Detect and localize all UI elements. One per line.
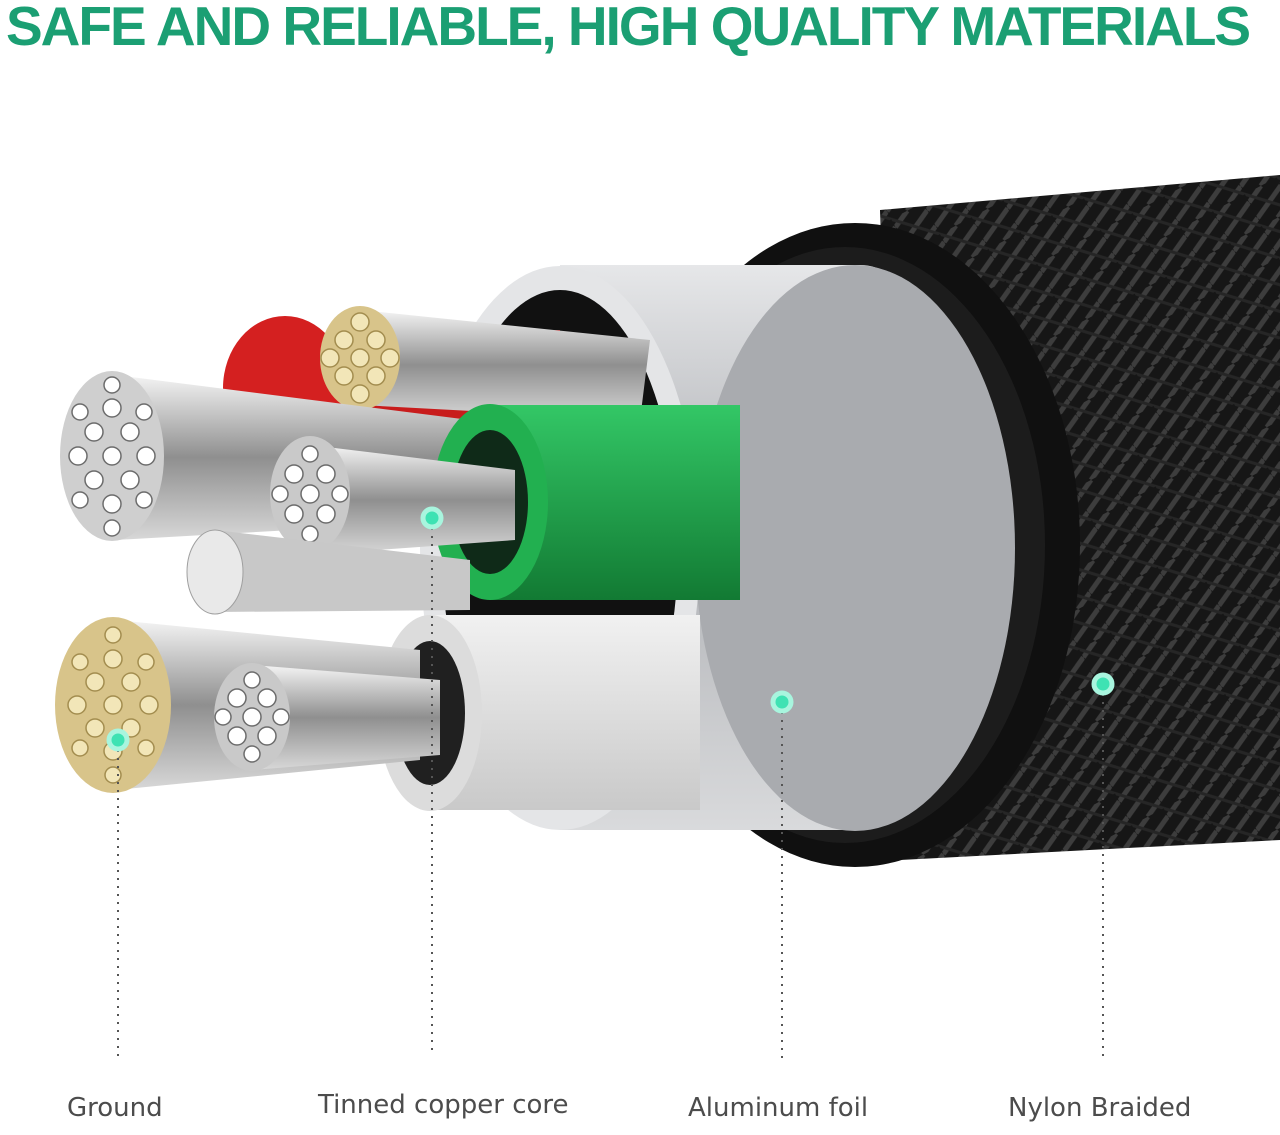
silver-conductor-center bbox=[270, 436, 515, 555]
headline: SAFE AND RELIABLE, HIGH QUALITY MATERIAL… bbox=[6, 0, 1251, 57]
aluminum-foil-marker bbox=[770, 690, 794, 714]
ground-label: Ground bbox=[67, 1093, 163, 1123]
aluminum-foil-label: Aluminum foil bbox=[688, 1093, 869, 1123]
ground-marker bbox=[106, 728, 130, 752]
tinned-conductor-top bbox=[320, 306, 650, 420]
nylon-braided-label: Nylon Braided bbox=[1008, 1093, 1192, 1123]
tinned-copper-core-label: Tinned copper core bbox=[318, 1090, 569, 1120]
filler-strands bbox=[186, 529, 470, 615]
silver-conductor-bottom bbox=[214, 663, 440, 771]
tinned-copper-core-marker bbox=[420, 506, 444, 530]
nylon-braided-marker bbox=[1091, 672, 1115, 696]
